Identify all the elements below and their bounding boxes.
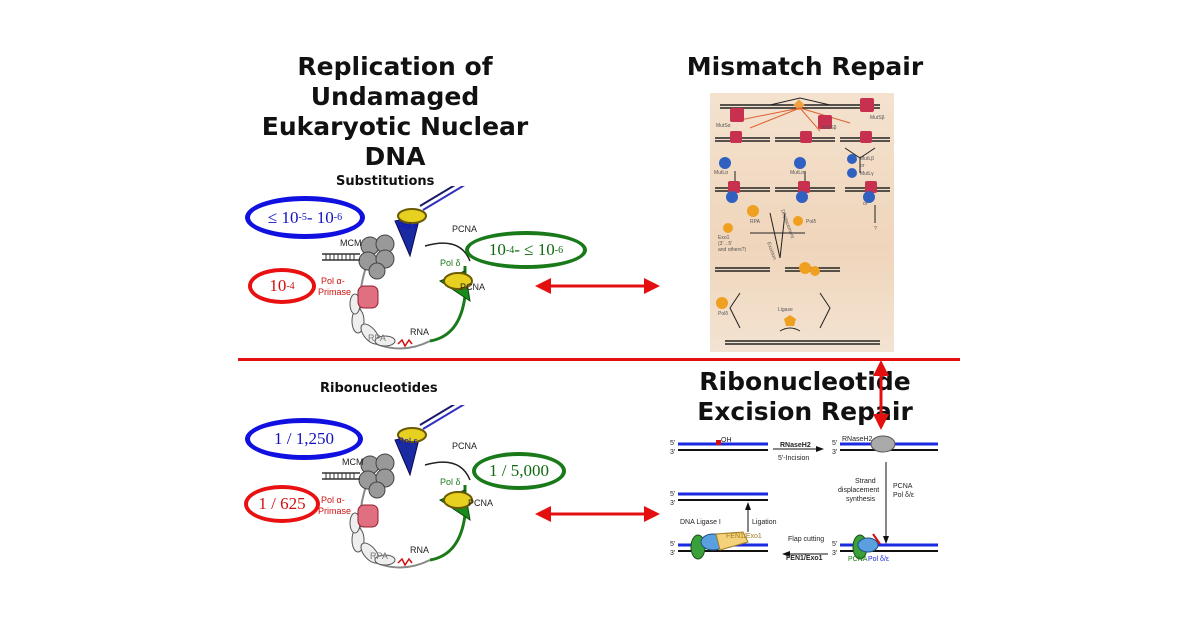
mmr-exo1: Exo1 [718, 235, 730, 241]
rer-three-1: 3' [670, 449, 676, 456]
double-arrow-bottom [535, 506, 660, 522]
pol-epsilon-substitution-rate: ≤ 10-5 - 10-6 [245, 196, 365, 239]
mmr-ligase: Ligase [778, 307, 793, 313]
mmr-mutsb-2: MutSβ [870, 115, 885, 121]
rer-ligation: Ligation [752, 519, 777, 526]
primase-label-bottom: Primase [318, 506, 352, 516]
mmr-mutlb: MutLβ [860, 156, 874, 162]
rer-rnaseh2-b: RNaseH2 [842, 436, 873, 443]
mcm-label-bottom: MCM [342, 457, 364, 467]
mmr-mutlg: MutLγ [860, 171, 874, 177]
pol-alpha-ribonucleotide-rate: 1 / 625 [244, 485, 320, 523]
rer-rnaseh2: RNaseH2 [780, 442, 811, 449]
pol-e-label: Pol ε [398, 221, 418, 231]
substitutions-heading: Substitutions [336, 174, 435, 189]
rer-synthesis: synthesis [846, 496, 876, 503]
rer-three-3: 3' [670, 500, 676, 507]
rna-label-bottom: RNA [410, 545, 430, 555]
pol-epsilon-ribonucleotide-rate: 1 / 1,250 [245, 418, 363, 460]
mcm-label-top: MCM [340, 238, 362, 248]
rer-pcna-b: PCNA [848, 556, 868, 563]
mismatch-repair-figure: MutSα MutSβ MutSβ MutLα MutLα MutLβ or M… [710, 93, 894, 352]
pcna-label-top-2: PCNA [460, 282, 486, 292]
rer-fen1: FEN1/Exo1 [786, 555, 823, 562]
rer-fen1-b: FEN1/Exo1 [726, 533, 762, 540]
rer-three-2: 3' [832, 449, 838, 456]
replication-title: Replication of Undamaged Eukaryotic Nucl… [261, 52, 529, 171]
double-arrow-vertical [873, 360, 889, 430]
ribonucleotides-heading: Ribonucleotides [320, 381, 438, 396]
mmr-pold-2: Polδ [718, 311, 729, 317]
mmr-mutla-1: MutLα [714, 170, 729, 176]
rer-five-4: 5' [670, 541, 676, 548]
pol-delta-substitution-rate: 10-4 - ≤ 10-6 [465, 231, 587, 269]
pol-d-label-top: Pol δ [440, 258, 461, 268]
mismatch-repair-title: Mismatch Repair [686, 52, 924, 81]
double-arrow-top [535, 278, 660, 294]
rer-strand: Strand [855, 478, 876, 485]
rer-five-1: 5' [670, 440, 676, 447]
rer-five-2: 5' [832, 440, 838, 447]
rer-five-3: 5' [670, 491, 676, 498]
section-divider [238, 358, 960, 361]
mmr-or-2: or [863, 201, 868, 207]
rpa-label-top: RPA [368, 333, 386, 343]
mmr-rpa: RPA [750, 219, 760, 225]
replication-fork-substitutions [322, 186, 473, 350]
rer-figure [678, 435, 938, 560]
rna-label-top: RNA [410, 327, 430, 337]
mmr-mutsa: MutSα [716, 123, 731, 129]
rer-three-4: 3' [670, 550, 676, 557]
pcna-label-top: PCNA [452, 224, 478, 234]
pcna-label-bottom-2: PCNA [468, 498, 494, 508]
rer-three-5: 3' [832, 550, 838, 557]
pol-e-label-bottom: Pol ε [398, 436, 418, 446]
pol-a-label-bottom: Pol α- [321, 495, 345, 505]
rpa-label-bottom: RPA [370, 551, 388, 561]
rer-pol: Pol δ/ε [893, 492, 915, 499]
pol-d-label-bottom: Pol δ [440, 477, 461, 487]
pcna-label-bottom: PCNA [452, 441, 478, 451]
pol-alpha-substitution-rate: 10-4 [248, 268, 316, 304]
pol-a-label-top: Pol α- [321, 276, 345, 286]
mmr-mutsb-1: MutSβ [822, 125, 837, 131]
rer-displacement: displacement [838, 487, 880, 494]
mmr-or-1: or [860, 163, 865, 169]
mmr-exo1-sub1: (3'→5' [718, 241, 733, 247]
rer-oh: OH [721, 437, 732, 444]
rer-title: Ribonucleotide Excision Repair [697, 367, 913, 426]
rer-flap: Flap cutting [788, 536, 825, 543]
mmr-exo1-sub2: and others?) [718, 247, 747, 253]
pol-delta-ribonucleotide-rate: 1 / 5,000 [472, 452, 566, 490]
rer-pol-b: Pol δ/ε [868, 556, 890, 563]
replication-fork-ribonucleotides [322, 405, 473, 569]
rer-incision: 5'-Incision [778, 455, 810, 462]
mmr-pold: Polδ [806, 219, 817, 225]
mmr-mutla-2: MutLα [790, 170, 805, 176]
primase-label-top: Primase [318, 287, 352, 297]
rer-ligase: DNA Ligase I [680, 519, 721, 526]
rer-pcna: PCNA [893, 483, 913, 490]
rer-five-5: 5' [832, 541, 838, 548]
mmr-question: ? [874, 226, 877, 232]
